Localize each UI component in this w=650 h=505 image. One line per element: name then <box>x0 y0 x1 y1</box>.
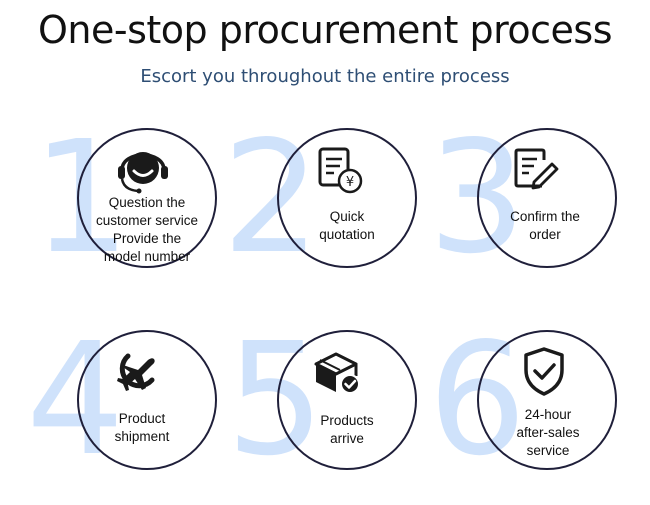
step-6: 6 24-hour after-sales service <box>412 322 617 500</box>
step-circle <box>77 330 217 470</box>
step-circle <box>77 128 217 268</box>
step-circle <box>477 128 617 268</box>
step-1: 1 Question the customer service Provide … <box>12 120 217 298</box>
step-3: 3 Confirm the order <box>412 120 617 298</box>
step-label: Confirm the order <box>510 209 580 242</box>
step-4: 4 Product shipment <box>12 322 217 500</box>
step-5: 5 Products arrive <box>212 322 417 500</box>
step-label: Quick quotation <box>319 209 375 242</box>
step-label: Product shipment <box>114 411 170 444</box>
page-subtitle: Escort you throughout the entire process <box>140 66 510 87</box>
step-2: 2 ¥ Quick quotation <box>212 120 417 298</box>
page-title: One-stop procurement process <box>37 8 613 52</box>
confirm-order-pen-icon <box>514 148 559 190</box>
customer-service-headset-icon <box>118 152 168 194</box>
step-circle <box>277 128 417 268</box>
step-label: Question the customer service Provide th… <box>95 195 199 264</box>
quotation-document-yen-icon: ¥ <box>318 147 363 194</box>
svg-text:¥: ¥ <box>346 175 354 190</box>
step-label: 24-hour after-sales service <box>516 407 580 458</box>
step-label: Products arrive <box>320 413 374 446</box>
step-circle <box>277 330 417 470</box>
package-box-check-icon <box>314 352 360 394</box>
step-circle <box>477 330 617 470</box>
shipment-plane-icon <box>117 353 155 391</box>
shield-check-icon <box>524 347 564 396</box>
